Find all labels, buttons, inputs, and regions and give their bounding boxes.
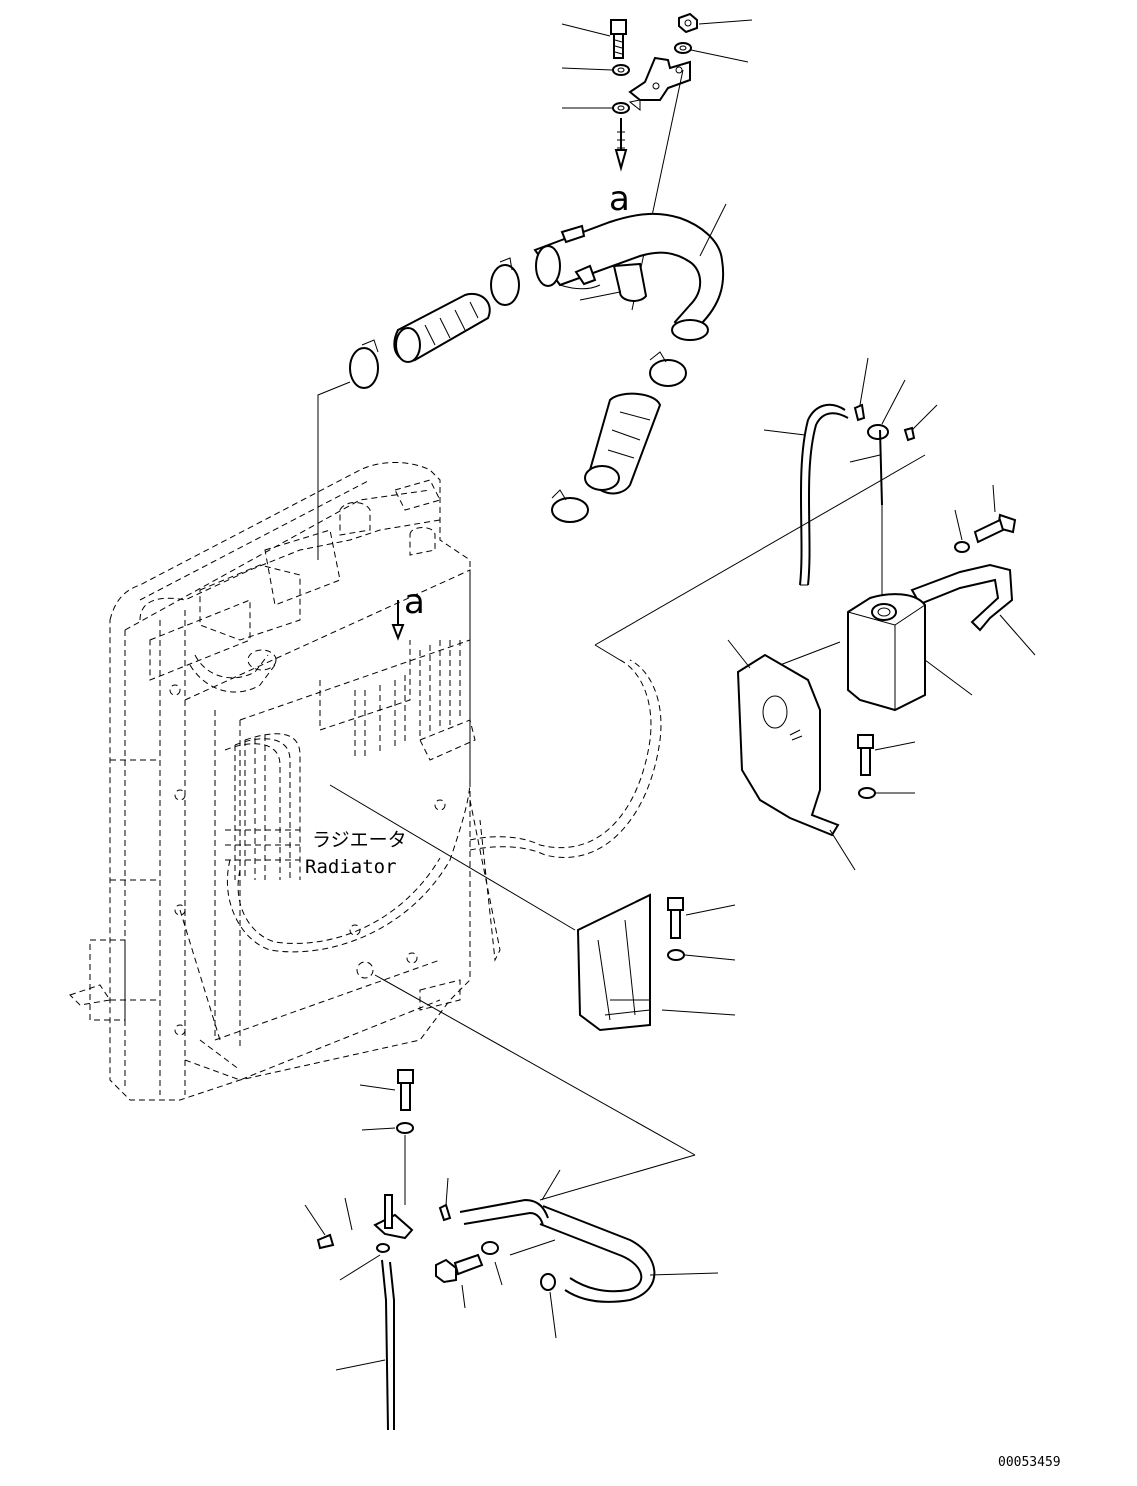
document-number: 00053459 [998,1455,1061,1470]
radiator-label-jp: ラジエータ [312,829,407,851]
radiator-assembly: a ラジエータ Radiator [69,462,662,1101]
radiator-label-en: Radiator [305,856,397,878]
label-a-top: a [609,179,630,219]
hoses-and-clamps [317,257,687,560]
reserve-tank-group [594,357,1036,871]
upper-water-pipe [533,203,727,341]
guard-bracket-group [329,784,736,1032]
lower-piping-group [304,974,719,1431]
label-a-radiator: a [404,582,425,622]
